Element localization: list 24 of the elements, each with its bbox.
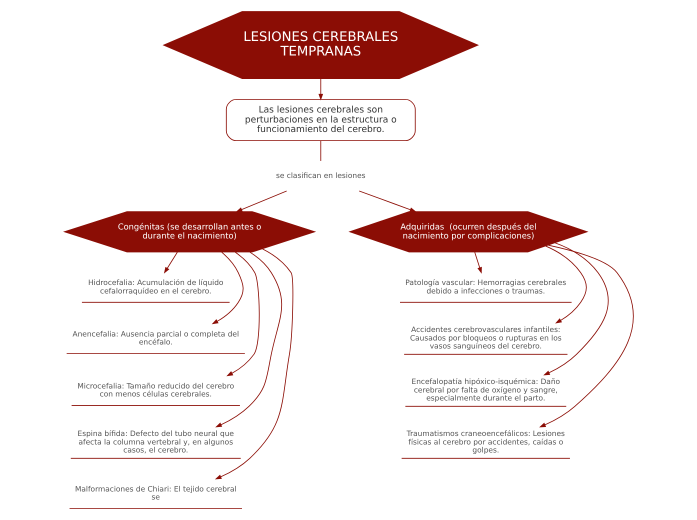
arrow: [542, 242, 608, 376]
arrow: [538, 244, 634, 428]
arrow: [474, 252, 482, 274]
node-text: Patología vascular: Hemorragias cerebrales debido a infecciones o traumas.: [404, 278, 566, 296]
connector: [320, 140, 321, 162]
node-text: Hidrocefalia: Acumulación de líquido cefalorraquídeo en el cerebro.: [88, 278, 223, 296]
node-text: Microcefalia: Tamaño reducido del cerebro con menos células cerebrales.: [76, 381, 234, 399]
arrow: [214, 252, 282, 428]
node-text: Encefalopatía hipóxico-isquémica: Daño cerebral por falta de oxígeno y sangre, especialmente durante el parto.: [411, 377, 560, 403]
arrow: [358, 190, 416, 212]
node-text: Anencefalia: Ausencia parcial o completa del encéfalo.: [72, 329, 239, 347]
arrow: [544, 246, 586, 324]
node-text: Espina bífida: Defecto del tubo neural que afecta la columna vertebral y, en algunos casos, el cerebro.: [77, 429, 234, 455]
arrow: [211, 252, 244, 324]
arrow: [214, 248, 293, 480]
node-text: Accidentes cerebrovasculares infantiles: Causados por bloqueos o rupturas en los vasos sanguíneos del cerebro.: [409, 325, 562, 351]
node-text: Traumatismos craneoencefálicos: Lesiones físicas al cerebro por accidentes, caídas o golpes.: [406, 429, 564, 455]
arrow: [318, 78, 323, 100]
arrow: [163, 252, 178, 274]
node-text: se clasifican en lesiones: [276, 170, 366, 180]
arrow: [226, 252, 260, 376]
node-box: Las lesiones cerebrales son perturbaciones en la estructura o funcionamiento del cerebro.: [225, 98, 416, 142]
node-text: Malformaciones de Chiari: El tejido cerebral se: [74, 484, 236, 502]
arrow: [235, 190, 287, 212]
